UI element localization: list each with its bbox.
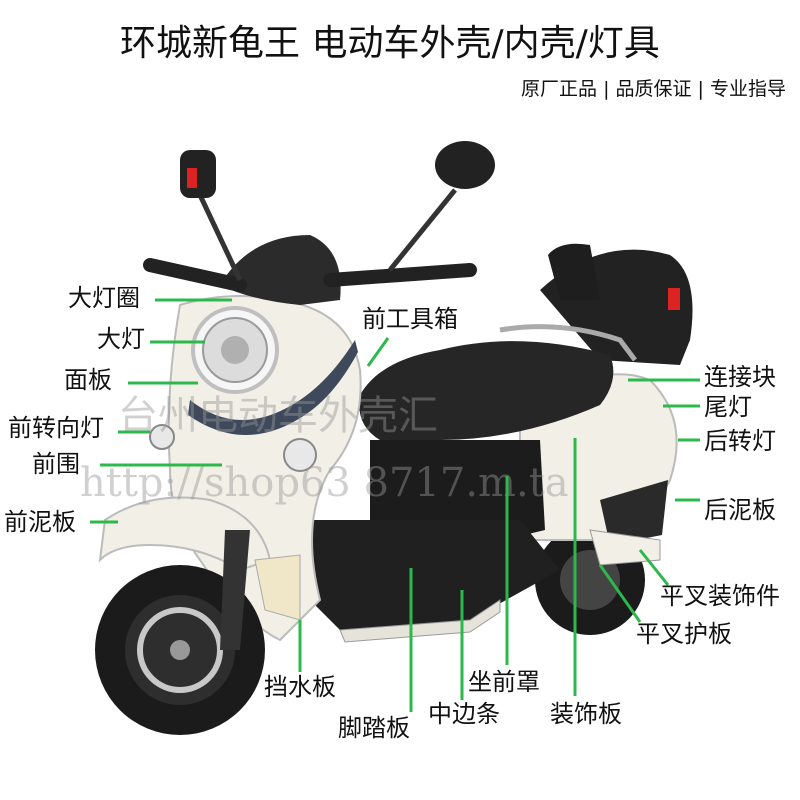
front-turn-light-right <box>283 438 317 472</box>
front-fork <box>220 530 250 650</box>
grab-rail <box>499 324 637 362</box>
mirror-stalk-left <box>197 193 243 282</box>
rear-fender <box>600 480 668 545</box>
watermark-url: http://shop63 8717.m.ta <box>80 460 569 506</box>
mirror-right <box>435 141 495 189</box>
footboard <box>300 520 560 630</box>
front-turn-light-left <box>149 424 175 450</box>
leader-swingarm-trim <box>638 549 670 586</box>
watermark-cn: 台州电动车外壳汇 <box>118 393 438 439</box>
label-front-shroud: 前围 <box>32 450 80 478</box>
label-front-fender: 前泥板 <box>4 508 76 536</box>
mirror-stalk-right <box>388 188 457 272</box>
label-footrest-board: 脚踏板 <box>338 714 410 742</box>
label-headlight: 大灯 <box>97 325 145 353</box>
label-face-panel: 面板 <box>64 366 112 394</box>
label-swingarm-guard: 平叉护板 <box>636 620 732 648</box>
seat <box>359 341 614 440</box>
label-front-toolbox: 前工具箱 <box>362 305 458 333</box>
rear-top-box <box>540 243 693 365</box>
swingarm-trim <box>589 529 661 566</box>
label-connector-block: 连接块 <box>704 363 776 391</box>
page-subtitle: 原厂正品 | 品质保证 | 专业指导 <box>521 78 786 100</box>
label-swingarm-trim: 平叉装饰件 <box>660 582 780 610</box>
label-trim-panel: 装饰板 <box>550 700 622 728</box>
handlebar-cowl <box>220 235 341 305</box>
label-front-turn-light: 前转向灯 <box>8 414 104 442</box>
middle-strip <box>339 599 501 643</box>
label-middle-strip: 中边条 <box>428 700 500 728</box>
leader-swingarm-guard <box>598 564 642 623</box>
mirror-left-accent <box>187 168 197 188</box>
label-seat-front-cover: 坐前罩 <box>468 668 540 696</box>
handlebar <box>143 258 477 292</box>
label-rear-turn-light: 后转灯 <box>704 427 776 455</box>
face-panel-band <box>188 340 358 435</box>
label-headlight-ring: 大灯圈 <box>68 284 140 312</box>
headlight <box>191 306 279 394</box>
leader-front-toolbox <box>366 337 390 367</box>
label-tail-light: 尾灯 <box>704 393 752 421</box>
label-rear-fender: 后泥板 <box>704 496 776 524</box>
label-splash-board: 挡水板 <box>264 673 336 701</box>
page-title: 环城新龟王 电动车外壳/内壳/灯具 <box>120 23 660 64</box>
